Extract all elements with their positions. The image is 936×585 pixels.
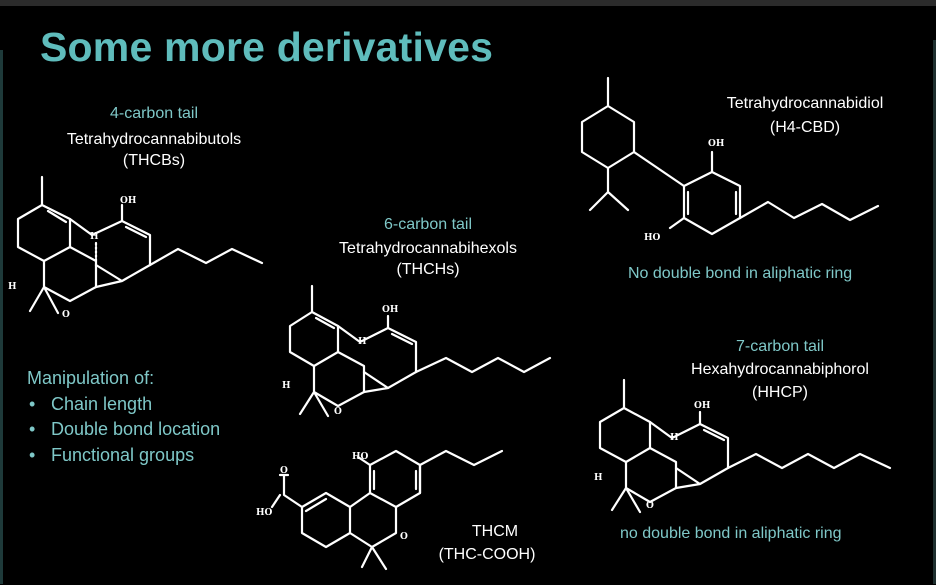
- hhcp-structure: OH H H O: [594, 378, 892, 514]
- hhcp-tail-label: 7-carbon tail: [735, 338, 825, 355]
- thcb-tail-label: 4-carbon tail: [109, 105, 199, 122]
- manipulation-heading: Manipulation of:: [27, 368, 155, 388]
- manipulation-item-chain: Chain length: [27, 392, 220, 418]
- thcb-structure: OH H H O: [8, 175, 264, 320]
- thch-h-label-2: H: [282, 381, 291, 391]
- thch-structure: OH H H O: [282, 284, 552, 418]
- h4cbd-oh-label: OH: [708, 139, 725, 149]
- h4cbd-ho-label: HO: [644, 233, 661, 243]
- hhcp-o-label: O: [646, 501, 654, 511]
- window-top-bar: [0, 0, 936, 6]
- thch-oh-label: OH: [382, 305, 399, 315]
- manipulation-list: Manipulation of: Chain length Double bon…: [27, 366, 220, 468]
- manipulation-item-double-bond: Double bond location: [27, 417, 220, 443]
- hhcp-abbr: (HHCP): [752, 384, 808, 401]
- thcb-h-label-2: H: [8, 282, 17, 292]
- thch-o-label: O: [334, 407, 342, 417]
- slide-right-edge: [933, 40, 936, 584]
- h4cbd-note: No double bond in aliphatic ring: [628, 265, 853, 282]
- h4cbd-name: Tetrahydrocannabidiol: [726, 95, 884, 112]
- thcb-name: Tetrahydrocannabibutols: [66, 131, 242, 148]
- hhcp-name: Hexahydrocannabiphorol: [691, 361, 869, 378]
- hhcp-h-label-2: H: [594, 473, 603, 483]
- thch-h-label-1: H: [358, 337, 367, 347]
- thcm-o-label: O: [400, 532, 408, 542]
- thcm-structure: HO O HO O: [256, 449, 504, 571]
- hhcp-oh-label: OH: [694, 401, 711, 411]
- thcb-abbr: (THCBs): [122, 152, 186, 169]
- thcm-ho-label-acid: HO: [256, 508, 273, 518]
- thcb-oh-label: OH: [120, 196, 137, 206]
- thcb-h-label-1: H: [90, 232, 99, 242]
- thch-abbr: (THCHs): [396, 261, 460, 278]
- slide-title: Some more derivatives: [40, 24, 494, 70]
- thcm-abbr: (THC-COOH): [438, 546, 536, 563]
- thch-name: Tetrahydrocannabihexols: [339, 240, 517, 257]
- thch-tail-label: 6-carbon tail: [383, 216, 473, 233]
- thcb-o-label: O: [62, 310, 70, 320]
- h4cbd-abbr: (H4-CBD): [769, 119, 841, 136]
- h4cbd-structure: OH HO: [580, 76, 880, 243]
- thcm-name: THCM: [471, 523, 519, 540]
- manipulation-item-functional-groups: Functional groups: [27, 443, 220, 469]
- slide-left-edge: [0, 50, 3, 584]
- thcm-ho-label-top: HO: [352, 452, 369, 462]
- hhcp-note: no double bond in aliphatic ring: [620, 525, 842, 542]
- hhcp-h-label-1: H: [670, 433, 679, 443]
- thcm-acid-o-label: O: [280, 466, 288, 476]
